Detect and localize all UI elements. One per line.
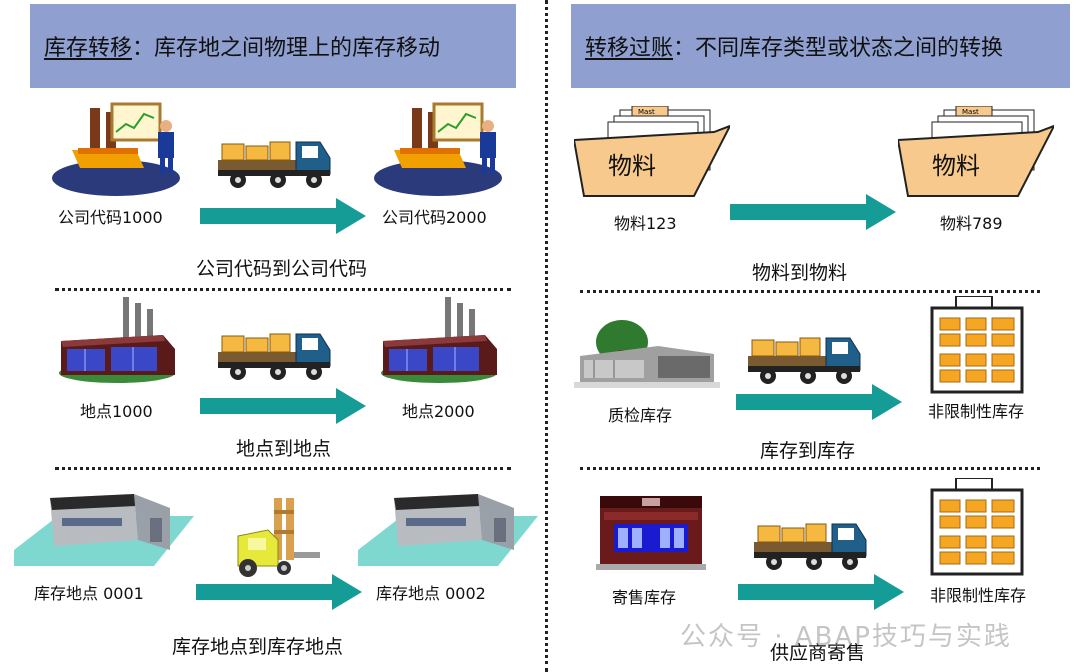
company-icon-2 [372,98,508,202]
truck-icon [216,322,334,388]
r-row1-to-label: 物料789 [940,214,1003,233]
warehouse-icon-2 [358,488,538,580]
folder-icon-2: Mast 物料 [896,105,1057,204]
factory-icon-2 [377,295,503,391]
r-row3-to-label: 非限制性库存 [930,586,1027,605]
row1-from-label: 公司代码1000 [58,208,163,227]
row2-arrow [200,388,368,424]
truck-icon [216,130,334,196]
row3-caption: 库存地点到库存地点 [172,636,344,658]
folder-label-2: 物料 [932,152,980,180]
folder-icon: Mast 物料 [572,105,733,204]
vertical-divider [545,0,548,672]
folder-label: 物料 [608,152,656,180]
left-divider-1 [55,288,511,291]
row1-to-label: 公司代码2000 [382,208,487,227]
r-row3-from-label: 寄售库存 [612,588,677,607]
warehouse-icon [14,488,194,580]
building-icon [574,316,720,398]
row1-arrow [200,198,368,234]
left-header: 库存转移 ：库存地之间物理上的库存移动 [30,4,516,88]
truck-icon [746,326,864,392]
folder-tab-text: Mast [638,108,655,116]
right-divider-2 [580,467,1040,470]
r-row1-from-label: 物料123 [614,214,677,233]
row2-caption: 地点到地点 [236,438,332,460]
row3-arrow [196,574,364,610]
right-header-key: 转移过账 [585,36,674,61]
left-header-key: 库存转移 [44,36,133,61]
r-row3-arrow [738,574,906,610]
shelf-icon [930,295,1026,398]
company-icon [50,98,186,202]
r-row1-arrow [730,194,898,230]
r-row1-caption: 物料到物料 [752,262,848,284]
r-row2-arrow [736,384,904,420]
folder-tab-text-2: Mast [962,108,979,116]
row3-from-label: 库存地点 0001 [34,584,144,603]
shelf-icon-2 [930,477,1026,580]
r-row2-from-label: 质检库存 [608,406,673,425]
store-icon [596,494,706,574]
factory-icon [55,295,181,391]
row1-caption: 公司代码到公司代码 [196,258,368,280]
row2-from-label: 地点1000 [80,402,153,421]
row3-to-label: 库存地点 0002 [376,584,486,603]
forklift-icon [234,496,324,584]
left-divider-2 [55,467,511,470]
row2-to-label: 地点2000 [402,402,475,421]
right-header-rest: ：不同库存类型或状态之间的转换 [673,36,1004,61]
left-header-rest: ：库存地之间物理上的库存移动 [132,36,441,61]
r-row2-to-label: 非限制性库存 [928,402,1025,421]
r-row2-caption: 库存到库存 [760,440,856,462]
watermark: 公众号 · ABAP技巧与实践 [680,622,1012,652]
right-divider-1 [580,290,1040,293]
r-row3-caption: 供应商寄售 [770,642,866,664]
right-header: 转移过账 ：不同库存类型或状态之间的转换 [571,4,1070,88]
truck-icon [752,512,870,578]
